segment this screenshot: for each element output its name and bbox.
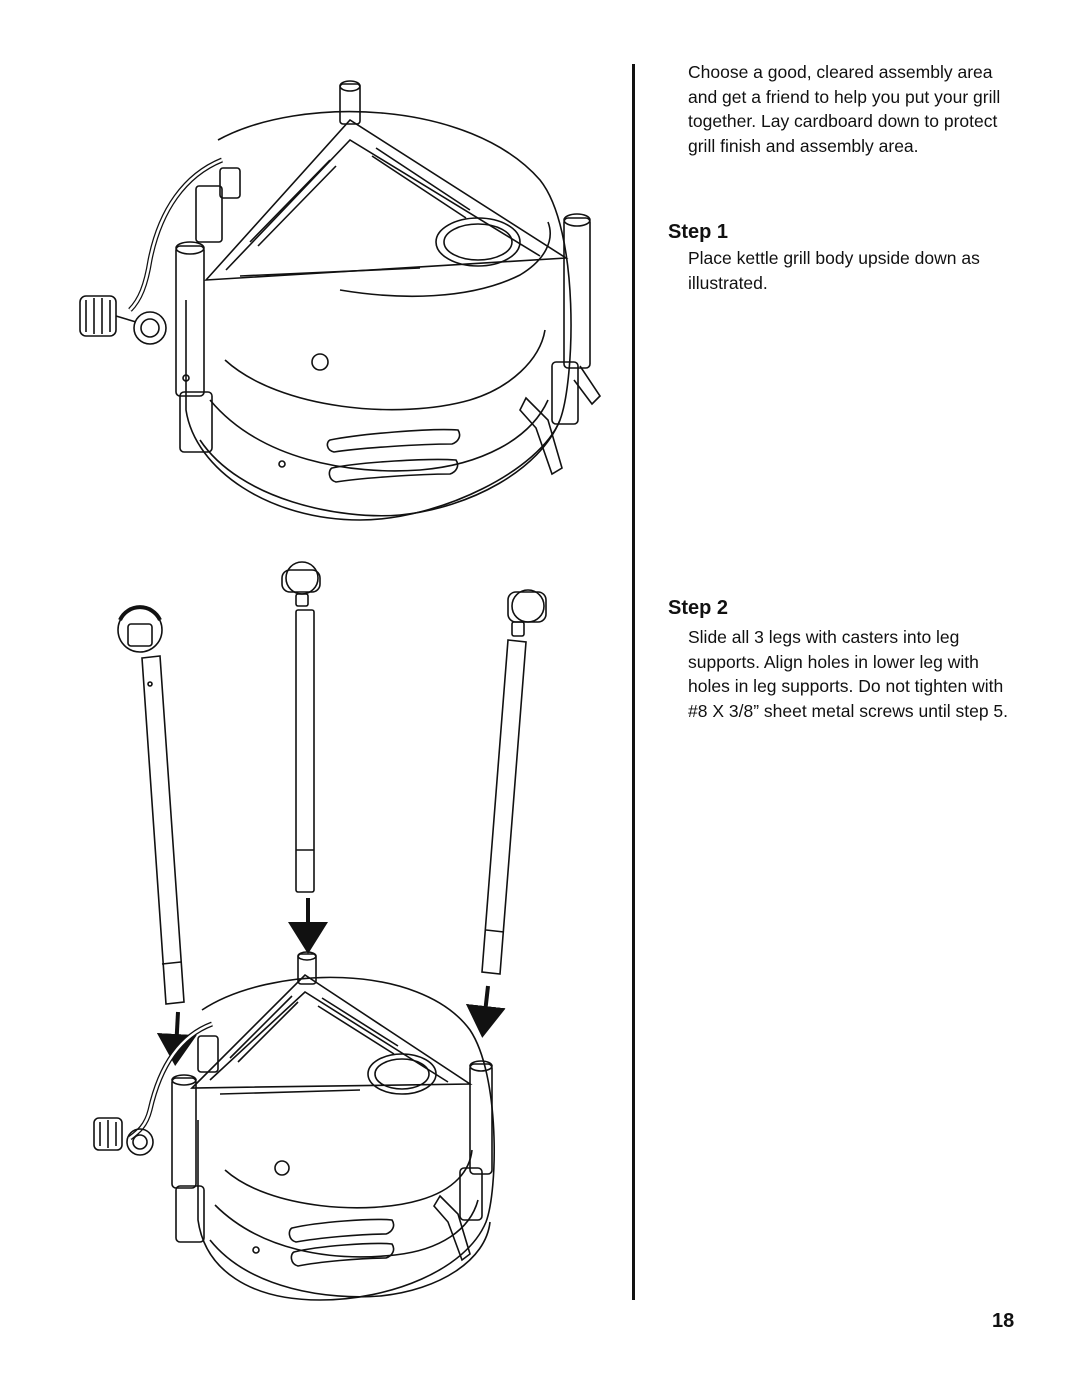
step1-illustration bbox=[79, 80, 602, 521]
step2-illustration bbox=[93, 561, 547, 1301]
middle-leg bbox=[281, 561, 321, 893]
intro-paragraph: Choose a good, cleared assembly area and… bbox=[688, 62, 1001, 156]
page-number: 18 bbox=[992, 1310, 1015, 1332]
step1-instructions: Place kettle grill body upside down as i… bbox=[688, 248, 980, 293]
step2-heading: Step 2 bbox=[668, 597, 729, 619]
assembly-illustrations bbox=[79, 80, 602, 1301]
step2-instructions: Slide all 3 legs with casters into leg s… bbox=[688, 627, 1009, 721]
left-leg bbox=[117, 605, 185, 1005]
column-divider bbox=[632, 64, 635, 1300]
step1-heading: Step 1 bbox=[668, 221, 729, 243]
right-leg bbox=[481, 589, 547, 975]
